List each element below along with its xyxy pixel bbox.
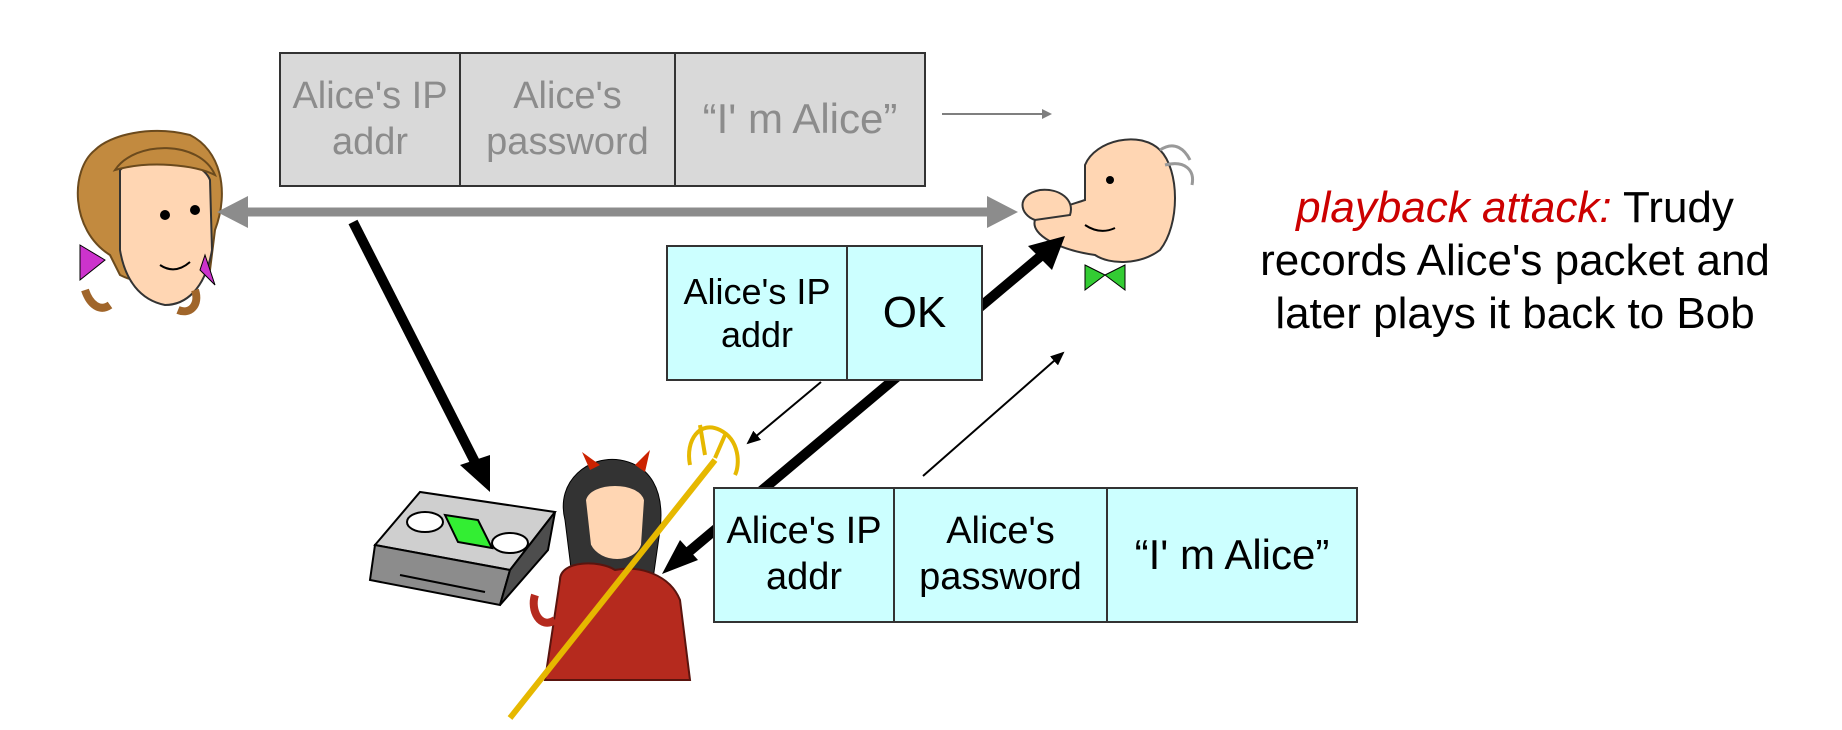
packet-field-ok: OK (882, 287, 947, 337)
packet-field-ip-addr: Alice's IP addr (668, 247, 848, 379)
alice-bob-link-arrow (217, 196, 1018, 228)
caption-highlight: playback attack: (1296, 183, 1612, 232)
trudy-figure (529, 450, 692, 681)
packet-field-message: “I' m Alice” (1134, 530, 1330, 578)
caption-text: playback attack: Trudy records Alice's p… (1225, 182, 1805, 340)
packet-field-password: Alice's password (461, 54, 676, 185)
response-packet: Alice's IP addr OK (666, 245, 983, 381)
packet-field-message: “I' m Alice” (702, 95, 898, 143)
replayed-packet: Alice's IP addr Alice's password “I' m A… (713, 487, 1358, 623)
replayed-packet-arrow (922, 351, 1065, 477)
alice-figure (76, 129, 223, 316)
bob-figure (1021, 138, 1195, 291)
ok-response-arrow (746, 381, 822, 445)
recorder-icon (368, 490, 557, 607)
caption-body: Trudy records Alice's packet and later p… (1260, 183, 1770, 338)
capture-arrow (348, 219, 490, 492)
packet-field-password: Alice's password (895, 489, 1108, 621)
packet-field-ip-addr: Alice's IP addr (281, 54, 461, 185)
sent-packet: Alice's IP addr Alice's password “I' m A… (279, 52, 926, 187)
packet-field-ip-addr: Alice's IP addr (715, 489, 895, 621)
trident-icon (507, 424, 740, 720)
